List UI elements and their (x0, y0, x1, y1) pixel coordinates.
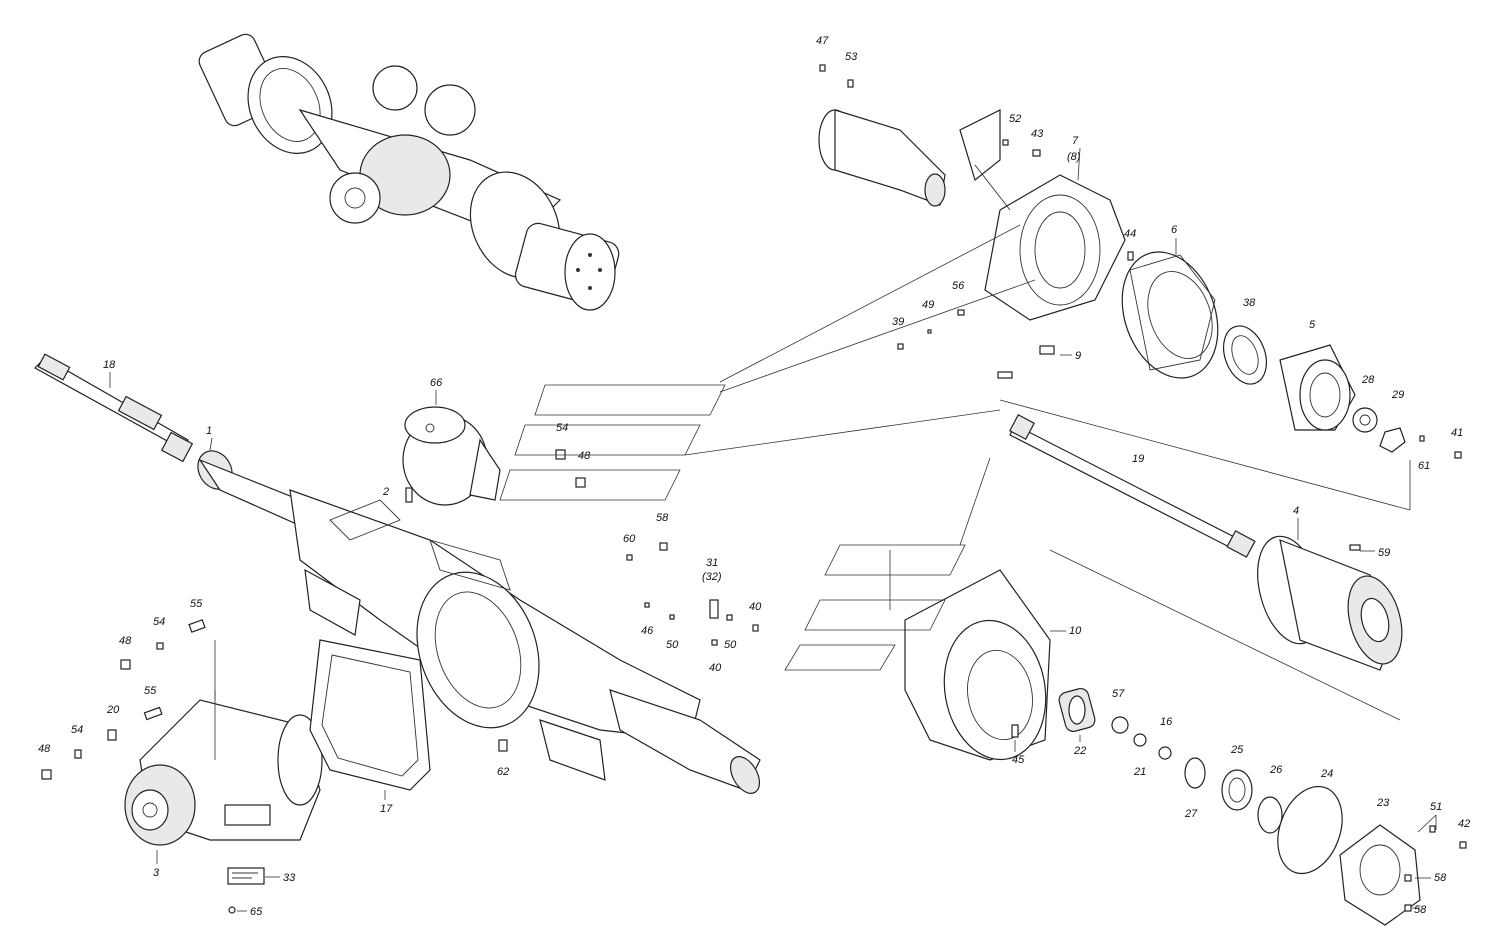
callout-48: 48 (578, 450, 591, 462)
drum-5 (1279, 344, 1356, 431)
leader-lines (214, 224, 1437, 833)
callout-55: 55 (190, 598, 203, 610)
callout-6: 6 (1171, 224, 1178, 236)
ring-57 (1111, 716, 1129, 734)
shaft-53 (818, 109, 946, 207)
callout-26: 26 (1269, 764, 1283, 776)
gasket-17 (309, 639, 431, 791)
seal-27 (1184, 757, 1206, 789)
nut-29 (1379, 427, 1406, 453)
callout-40: 40 (749, 601, 762, 613)
callout-18: 18 (103, 359, 116, 371)
callout-3: 3 (153, 867, 160, 879)
callout-56: 56 (952, 280, 965, 292)
callout-58b: 58 (1434, 872, 1447, 884)
callout-53: 53 (845, 51, 858, 63)
gasket-24 (1277, 785, 1343, 875)
callout-54c: 54 (71, 724, 83, 736)
callout-58c: 58 (1414, 904, 1427, 916)
callout-19: 19 (1132, 453, 1144, 465)
bearing-22 (1058, 687, 1096, 733)
callout-28: 28 (1361, 374, 1375, 386)
ring-16 (1158, 746, 1172, 760)
assembled-axle-view (198, 33, 620, 311)
callout-39: 39 (892, 316, 904, 328)
callout-40b: 40 (709, 662, 722, 674)
callout-7: 7 (1072, 135, 1079, 147)
brake-chamber-66 (402, 406, 501, 506)
axle-shaft-18 (34, 353, 194, 463)
callout-8: (8) (1067, 151, 1081, 163)
callout-66: 66 (430, 377, 443, 389)
callout-25: 25 (1230, 744, 1244, 756)
callout-5: 5 (1309, 319, 1316, 331)
callout-50: 50 (666, 639, 679, 651)
callout-60: 60 (623, 533, 636, 545)
brake-drum-10 (904, 569, 1051, 761)
callout-55b: 55 (144, 685, 157, 697)
callout-61: 61 (1418, 460, 1430, 472)
washer-21 (1133, 733, 1147, 747)
callout-46: 46 (641, 625, 654, 637)
hub-4 (1257, 535, 1403, 671)
callout-27: 27 (1184, 808, 1198, 820)
callout-23: 23 (1376, 797, 1390, 809)
callout-31: 31 (706, 557, 718, 569)
hub-6 (1121, 251, 1219, 379)
callout-49: 49 (922, 299, 934, 311)
callout-20: 20 (106, 704, 120, 716)
callout-22: 22 (1073, 745, 1086, 757)
bearing-38 (1222, 325, 1268, 385)
callout-9: 9 (1075, 350, 1081, 362)
callout-54b: 54 (153, 616, 165, 628)
callout-29: 29 (1391, 389, 1404, 401)
ring-26 (1257, 796, 1283, 834)
callout-17: 17 (380, 803, 393, 815)
washer-28 (1352, 407, 1378, 433)
callout-labels: 47 53 52 43 7 (8) 44 6 38 5 28 29 41 61 … (38, 35, 1470, 918)
callout-48c: 48 (38, 743, 51, 755)
callout-41: 41 (1451, 427, 1463, 439)
callout-43: 43 (1031, 128, 1044, 140)
callout-57: 57 (1112, 688, 1125, 700)
callout-1: 1 (206, 425, 212, 437)
label-plate-33 (227, 867, 265, 885)
callout-44: 44 (1124, 228, 1136, 240)
cover-23 (1339, 824, 1421, 926)
callout-50b: 50 (724, 639, 737, 651)
callout-42: 42 (1458, 818, 1470, 830)
callout-24: 24 (1320, 768, 1333, 780)
callout-4: 4 (1293, 505, 1299, 517)
callout-54: 54 (556, 422, 568, 434)
callout-45: 45 (1012, 754, 1025, 766)
callout-33: 33 (283, 872, 296, 884)
brake-shield-7 (959, 109, 1126, 321)
axle-housing-1 (197, 450, 761, 794)
differential-3 (124, 699, 323, 846)
callout-2: 2 (382, 486, 389, 498)
callout-48b: 48 (119, 635, 132, 647)
label-leaders (109, 147, 1431, 912)
callout-65: 65 (250, 906, 263, 918)
callout-47: 47 (816, 35, 829, 47)
callout-38: 38 (1243, 297, 1256, 309)
callout-10: 10 (1069, 625, 1082, 637)
callout-21: 21 (1133, 766, 1146, 778)
axle-shaft-19 (1009, 414, 1256, 558)
callout-62: 62 (497, 766, 509, 778)
callout-51: 51 (1430, 801, 1442, 813)
callout-32: (32) (702, 571, 722, 583)
callout-52: 52 (1009, 113, 1021, 125)
seal-25 (1221, 769, 1253, 811)
callout-58: 58 (656, 512, 669, 524)
small-parts (41, 64, 1467, 914)
callout-16: 16 (1160, 716, 1173, 728)
callout-59: 59 (1378, 547, 1390, 559)
